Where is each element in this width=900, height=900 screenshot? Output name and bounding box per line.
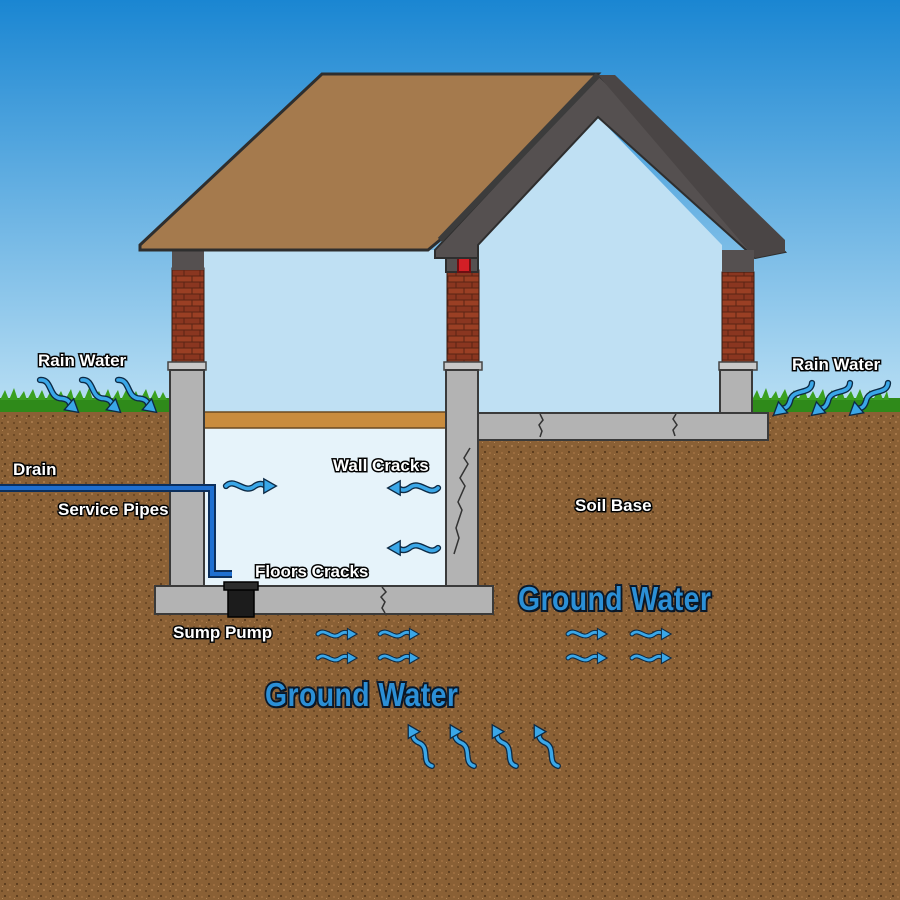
label-soil-base: Soil Base xyxy=(574,495,654,517)
water-flow-arrow xyxy=(491,723,519,769)
water-flow-arrow xyxy=(449,723,477,769)
water-flow-arrow xyxy=(629,627,673,641)
water-flow-arrow xyxy=(114,376,158,414)
label-ground-water-right: Ground Water xyxy=(516,578,712,619)
water-flow-arrow xyxy=(629,651,673,665)
label-drain: Drain xyxy=(11,459,58,481)
water-flow-arrow xyxy=(848,379,892,417)
label-wall-cracks: Wall Cracks xyxy=(332,455,431,477)
sump-pump xyxy=(223,581,259,618)
brick-column-left xyxy=(171,267,205,363)
label-floors-cracks: Floors Cracks xyxy=(253,561,369,583)
water-flow-arrow xyxy=(810,379,854,417)
label-ground-water-bottom: Ground Water xyxy=(263,674,459,715)
drain-pipe-inner xyxy=(0,486,232,576)
wall-frame-left xyxy=(172,250,204,270)
water-flow-arrow xyxy=(36,376,80,414)
water-flow-arrow xyxy=(377,627,421,641)
water-flow-arrow xyxy=(407,723,435,769)
water-flow-arrow xyxy=(78,376,122,414)
water-flow-arrow xyxy=(315,651,359,665)
roof-right-eave xyxy=(598,75,785,258)
water-flow-arrow xyxy=(565,651,609,665)
foundation-cap-middle xyxy=(443,361,483,371)
foundation xyxy=(154,369,769,615)
water-arrows xyxy=(36,376,892,769)
floor-board xyxy=(203,411,449,429)
wall-frame-right xyxy=(722,250,754,272)
brick-column-middle xyxy=(446,269,480,363)
foundation-cap-left xyxy=(167,361,207,371)
water-flow-arrow xyxy=(222,477,278,495)
room-interior xyxy=(478,117,722,412)
label-rain-water-left: Rain Water xyxy=(36,350,127,372)
water-flow-arrow xyxy=(386,539,442,557)
brick-column-right xyxy=(721,271,755,363)
water-flow-arrow xyxy=(377,651,421,665)
water-flow-arrow xyxy=(533,723,561,769)
basement-interior xyxy=(204,428,448,586)
label-sump-pump: Sump Pump xyxy=(171,622,273,644)
water-flow-arrow xyxy=(565,627,609,641)
wall-crack-lines xyxy=(379,413,678,614)
foundation-cap-right xyxy=(718,361,758,371)
house-interior xyxy=(202,250,447,412)
grass-left xyxy=(0,388,170,412)
water-flow-arrow xyxy=(386,479,442,497)
label-rain-water-right: Rain Water xyxy=(790,354,881,376)
water-flow-arrow xyxy=(315,627,359,641)
water-flow-arrow xyxy=(772,379,816,417)
roof-ridge-edge xyxy=(437,72,601,243)
label-service-pipes: Service Pipes xyxy=(57,499,171,521)
